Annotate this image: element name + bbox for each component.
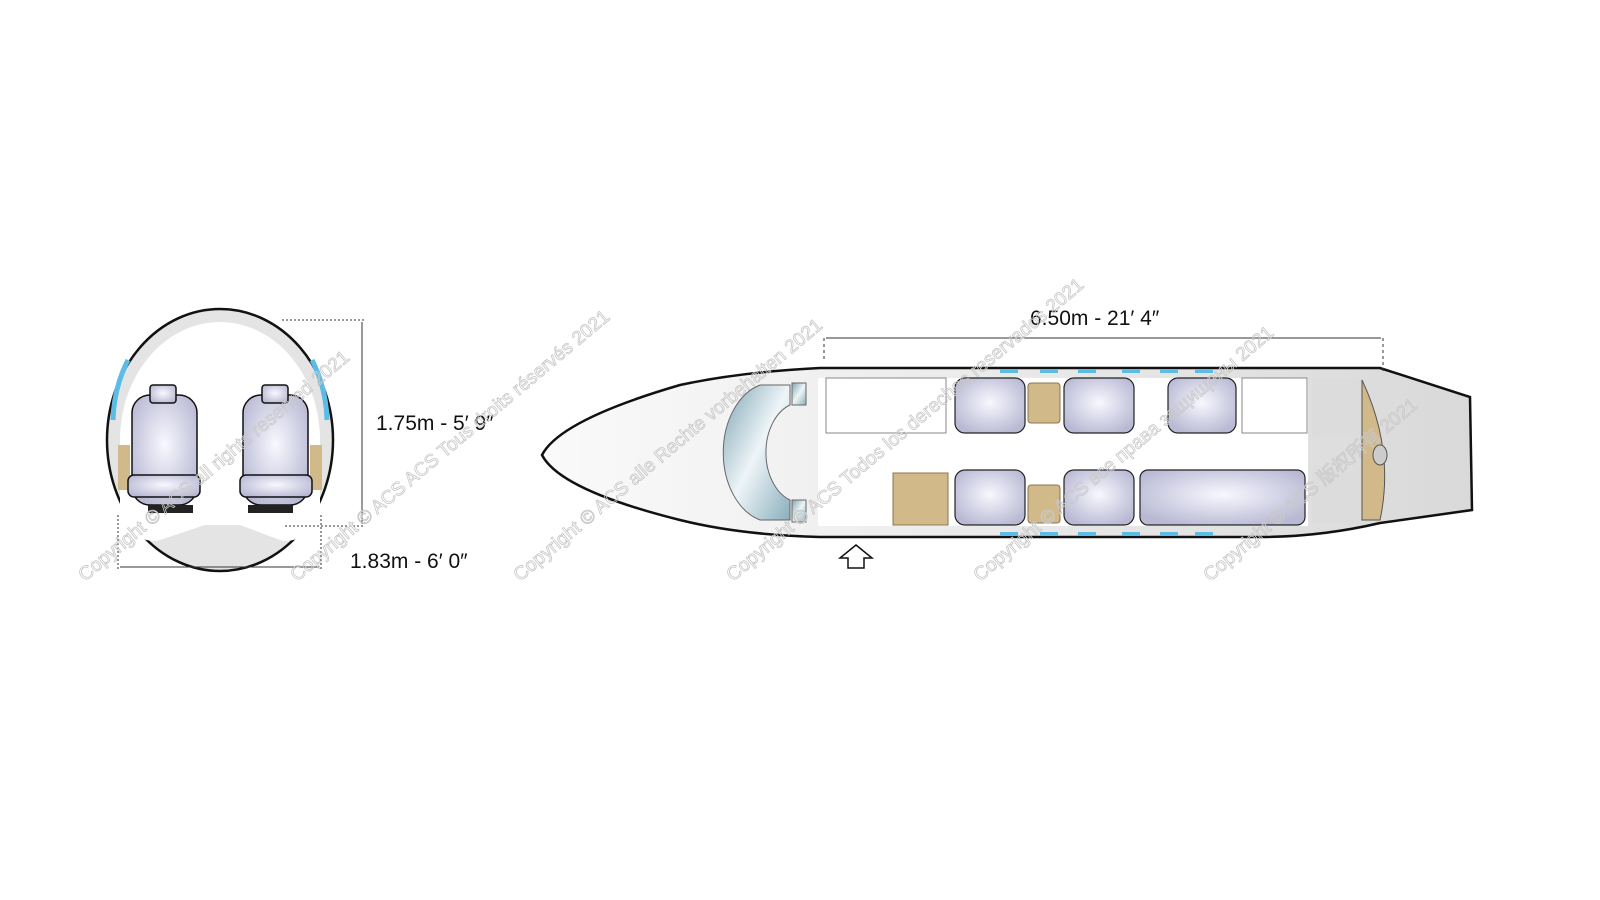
cross-section: 1.75m - 5′ 9″ 1.83m - 6′ 0″ bbox=[105, 307, 494, 573]
seat-left bbox=[127, 384, 201, 513]
club-seat-2 bbox=[1063, 377, 1135, 434]
cockpit-console bbox=[722, 384, 791, 521]
cabin-length-label: 6.50m - 21′ 4″ bbox=[1030, 307, 1160, 330]
divan bbox=[1139, 469, 1306, 526]
windows bbox=[1000, 369, 1213, 536]
table-aft bbox=[1027, 484, 1061, 524]
side-ledge-left bbox=[118, 445, 130, 490]
club-seat-1 bbox=[954, 377, 1026, 434]
seat-right bbox=[239, 384, 313, 513]
floor-plan: 6.50m - 21′ 4″ bbox=[540, 307, 1474, 569]
lavatory-sink bbox=[1372, 444, 1388, 466]
credenza bbox=[892, 472, 949, 526]
club-seat-5 bbox=[1063, 469, 1135, 526]
table-forward bbox=[1027, 382, 1061, 424]
club-seat-3 bbox=[1167, 377, 1237, 434]
side-ledge-right bbox=[310, 445, 322, 490]
club-seat-4 bbox=[954, 469, 1026, 526]
cabin-height-label: 1.75m - 5′ 9″ bbox=[376, 412, 494, 435]
entry-door-arrow-icon bbox=[837, 544, 875, 569]
window-left bbox=[110, 358, 131, 421]
closet bbox=[1241, 377, 1308, 434]
cabin-width-label: 1.83m - 6′ 0″ bbox=[350, 550, 468, 573]
window-right bbox=[309, 358, 330, 421]
galley bbox=[825, 377, 947, 434]
